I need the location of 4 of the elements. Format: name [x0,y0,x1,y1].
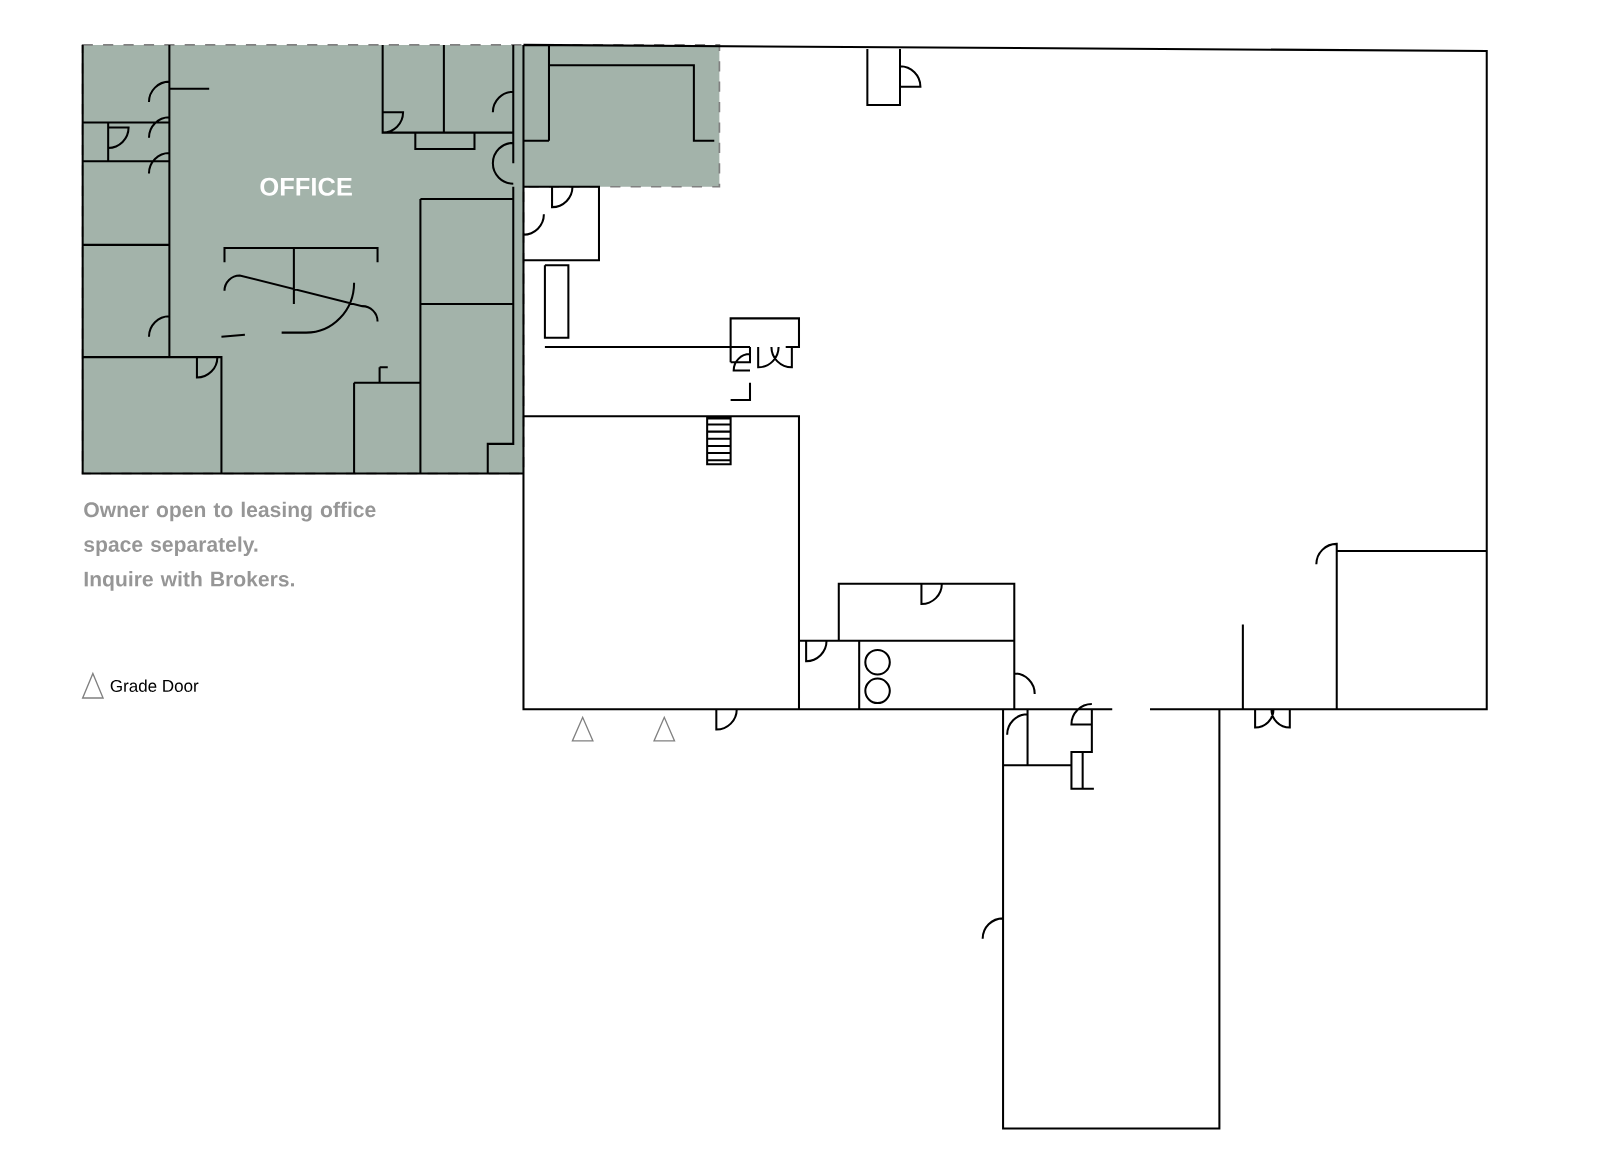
office-area: OFFICE [81,44,721,475]
note-text: Inquire with Brokers. [84,571,294,591]
note-text: Owner open to leasing office space separately. [84,501,376,556]
legend-text: Grade Door [110,679,199,692]
